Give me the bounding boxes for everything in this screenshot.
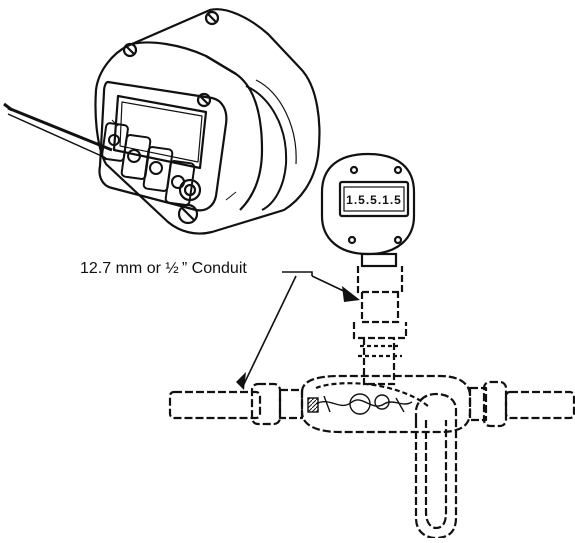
housing-body <box>94 8 321 235</box>
screw-icon <box>347 235 357 245</box>
screw-icon <box>204 10 220 26</box>
arrowhead-icon <box>342 286 360 302</box>
conduit-callout-label: 12.7 mm or ½ ” Conduit <box>80 260 247 277</box>
horizontal-conduit <box>168 374 575 540</box>
probe-wires <box>3 102 113 159</box>
meter-head: 1.5.5.1.5 <box>320 152 416 268</box>
internal-wiring <box>307 393 413 415</box>
screw-icon <box>393 235 403 245</box>
arrowhead-icon <box>236 372 246 390</box>
meter-body <box>320 152 416 256</box>
drain-branch <box>414 392 458 540</box>
screw-icon <box>122 42 138 58</box>
screw-icon <box>349 165 359 175</box>
transmitter-housing <box>3 8 321 235</box>
terminal-screw-icon <box>178 178 202 202</box>
screw-icon <box>196 92 212 108</box>
vertical-conduit <box>352 266 408 386</box>
display-window <box>112 94 208 170</box>
meter-readout: 1.5.5.1.5 <box>346 193 402 207</box>
terminal-screw-icon <box>177 203 199 225</box>
screw-icon <box>393 165 403 175</box>
callout-leaders <box>243 271 351 385</box>
meter-display <box>338 180 410 218</box>
